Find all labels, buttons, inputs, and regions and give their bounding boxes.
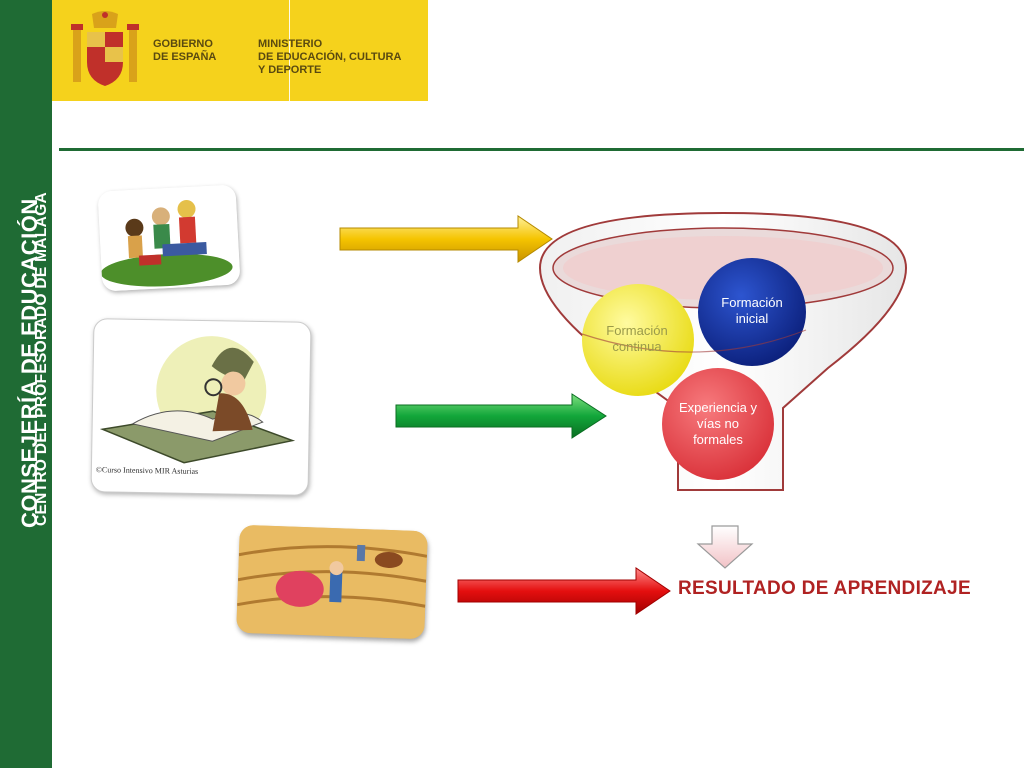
farm-illustration — [236, 524, 428, 640]
sidebar — [0, 0, 52, 768]
circle-continua — [582, 284, 694, 396]
label-formacion-inicial: Formación inicial — [721, 295, 783, 326]
ministry-text: MINISTERIO DE EDUCACIÓN, CULTURA Y DEPOR… — [258, 38, 401, 77]
banner-divider — [289, 0, 290, 101]
sidebar-text: CONSEJERÍA DE EDUCACIÓN CENTRO DEL PROFE… — [0, 0, 52, 768]
label-experiencia: Experiencia y vías no formales — [678, 400, 758, 447]
detective-caption: ©Curso Intensivo MIR Asturias — [95, 465, 199, 476]
ministry-line3: Y DEPORTE — [258, 64, 322, 76]
result-label: RESULTADO DE APRENDIZAJE — [678, 578, 971, 599]
arrow-down — [696, 525, 754, 569]
circle-experiencia — [662, 368, 774, 480]
header-rule — [59, 148, 1024, 151]
coat-of-arms-icon — [71, 11, 139, 86]
gov-line1: GOBIERNO — [153, 38, 213, 50]
arrow-red — [457, 567, 671, 615]
friends-illustration — [97, 184, 241, 292]
arrow-green — [395, 393, 607, 439]
gov-text: GOBIERNO DE ESPAÑA — [153, 38, 216, 64]
sidebar-subtitle: CENTRO DEL PROFESORADO DE MÁLAGA — [33, 192, 50, 526]
gov-line2: DE ESPAÑA — [153, 51, 217, 63]
arrow-yellow — [339, 215, 553, 263]
detective-illustration: ©Curso Intensivo MIR Asturias — [90, 318, 312, 496]
circles — [581, 258, 807, 480]
label-formacion-continua: Formación continua — [606, 323, 668, 354]
ministry-line1: MINISTERIO — [258, 38, 323, 50]
ministry-line2: DE EDUCACIÓN, CULTURA — [258, 51, 402, 63]
